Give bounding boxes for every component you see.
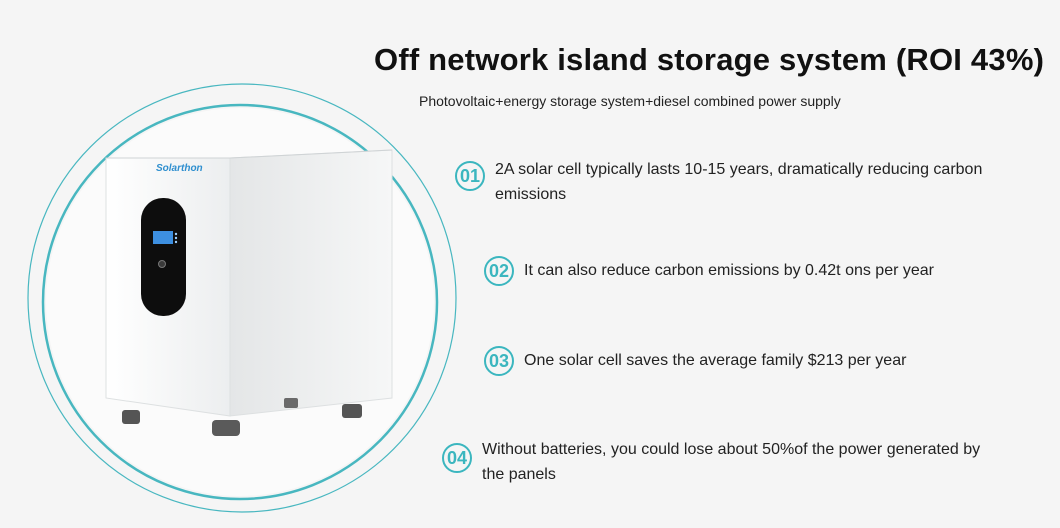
feature-text: One solar cell saves the average family … — [524, 352, 907, 369]
feature-item: 02 It can also reduce carbon emissions b… — [484, 256, 1024, 286]
indicator-light — [174, 232, 178, 236]
feature-number-badge: 04 — [442, 443, 472, 473]
power-knob — [158, 260, 166, 268]
page-title: Off network island storage system (ROI 4… — [374, 42, 1045, 77]
feature-item: 03 One solar cell saves the average fami… — [484, 346, 1024, 376]
feature-item: 01 2A solar cell typically lasts 10-15 y… — [455, 157, 1025, 207]
control-panel — [141, 198, 186, 316]
indicator-light — [174, 240, 178, 244]
brand-logo: Solarthon — [156, 163, 203, 174]
feature-number-badge: 01 — [455, 161, 485, 191]
outer-ring — [27, 83, 457, 513]
feature-item: 04 Without batteries, you could lose abo… — [442, 437, 1002, 487]
lcd-display — [153, 231, 173, 244]
inner-ring — [41, 103, 439, 501]
cabinet-side — [229, 149, 393, 417]
wheel — [212, 420, 240, 436]
feature-text: Without batteries, you could lose about … — [482, 441, 981, 483]
product-illustration — [27, 83, 457, 513]
feature-text: 2A solar cell typically lasts 10-15 year… — [495, 161, 983, 203]
wheel — [284, 398, 298, 408]
wheel — [122, 410, 140, 424]
feature-number-badge: 03 — [484, 346, 514, 376]
page-subtitle: Photovoltaic+energy storage system+diese… — [419, 93, 841, 109]
feature-number-badge: 02 — [484, 256, 514, 286]
indicator-light — [174, 236, 178, 240]
feature-text: It can also reduce carbon emissions by 0… — [524, 262, 934, 279]
wheel — [342, 404, 362, 418]
cabinet-top-edge — [106, 149, 393, 159]
